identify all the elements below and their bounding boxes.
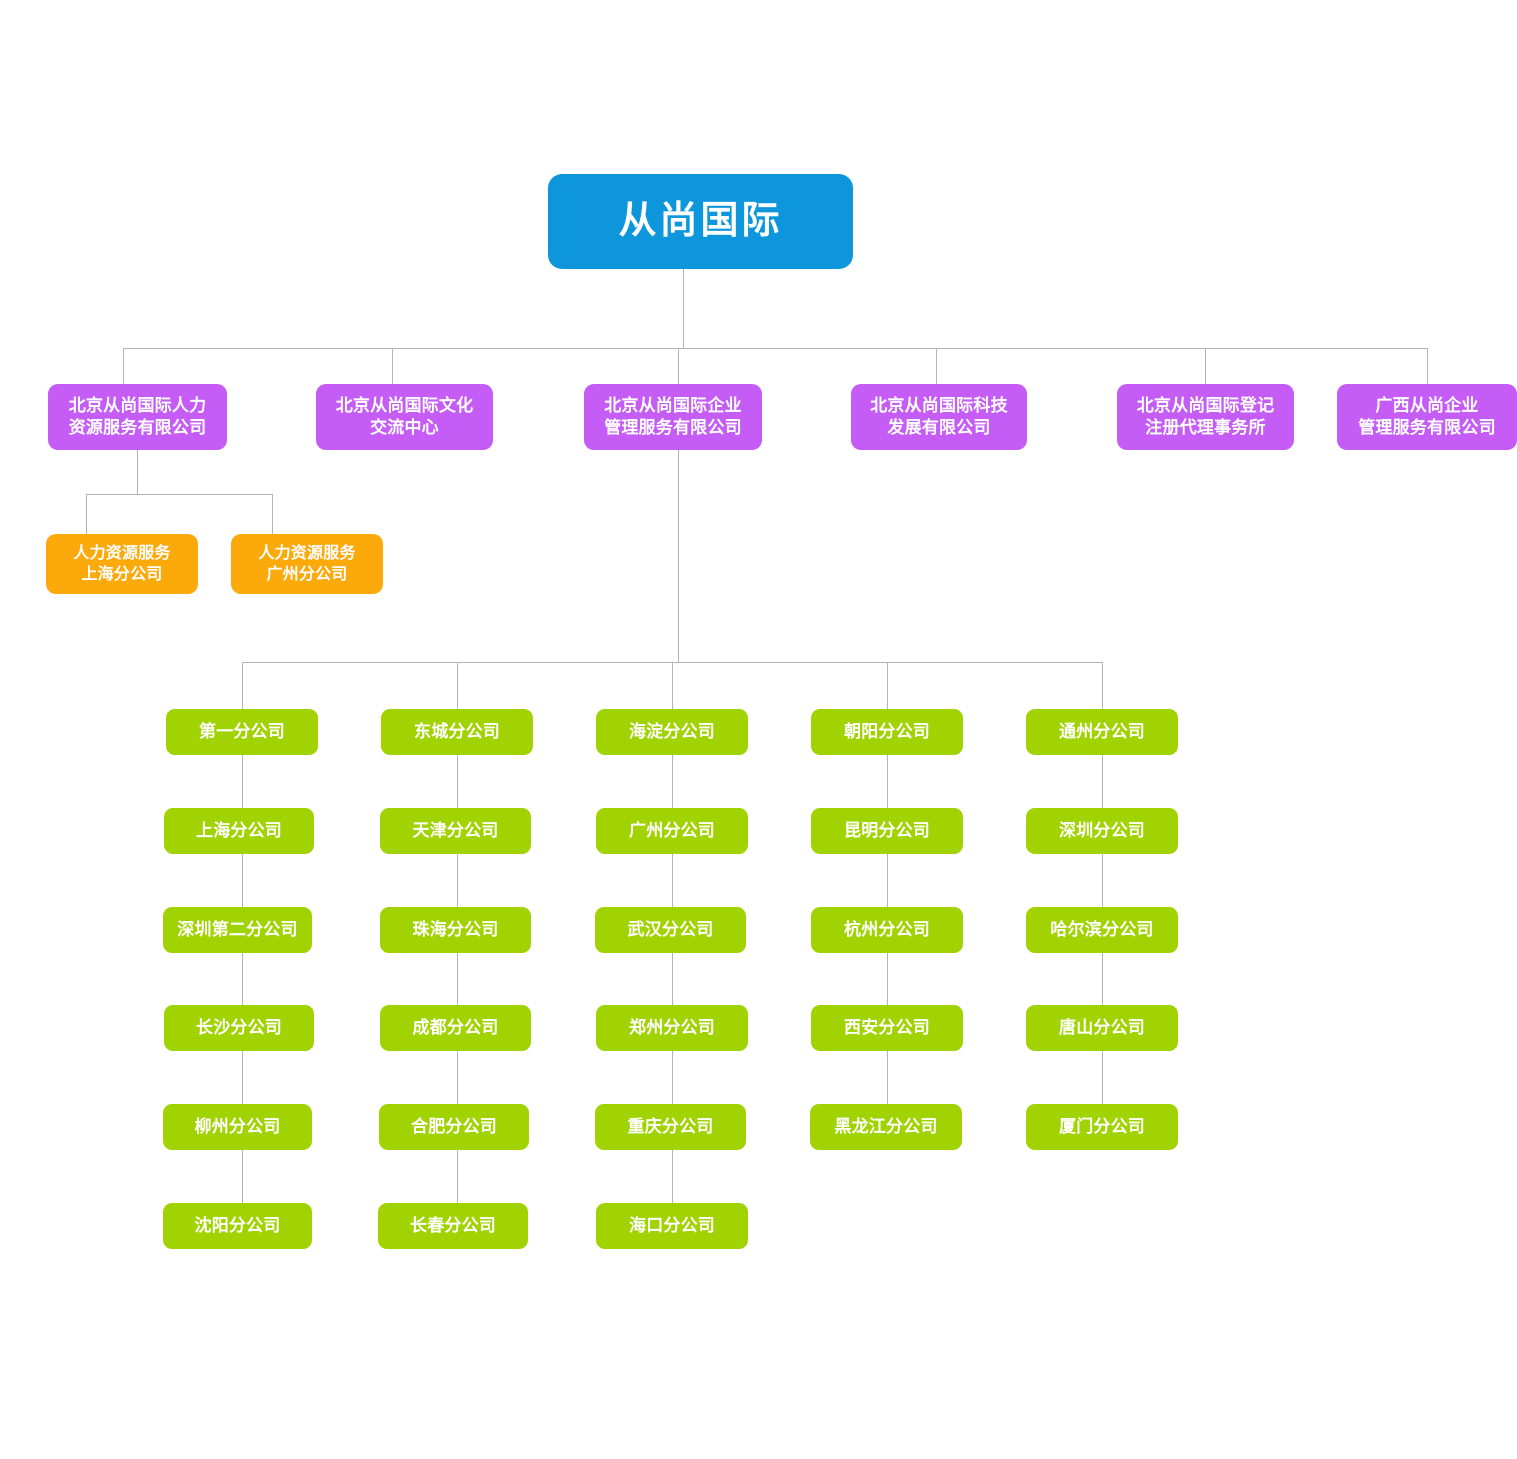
connector-col3-link-1 [672, 755, 673, 808]
org-node-branch-col1-3[interactable]: 深圳第二分公司 [163, 907, 312, 953]
org-node-hr-branch-guangzhou[interactable]: 人力资源服务 广州分公司 [231, 534, 383, 594]
org-node-branch-col5-5[interactable]: 厦门分公司 [1026, 1104, 1178, 1150]
org-node-branch-col4-5[interactable]: 黑龙江分公司 [810, 1104, 962, 1150]
org-node-division-enterprise-management[interactable]: 北京从尚国际企业 管理服务有限公司 [584, 384, 762, 450]
connector-drop-division-6 [1427, 348, 1428, 384]
connector-drop-branch-col-5 [1102, 662, 1103, 709]
connector-division-bus [123, 348, 1427, 349]
connector-hr-trunk [137, 450, 138, 494]
connector-drop-branch-col-3 [672, 662, 673, 709]
connector-col5-link-1 [1102, 755, 1103, 808]
org-node-branch-col3-1[interactable]: 海淀分公司 [596, 709, 748, 755]
org-node-branch-col1-5[interactable]: 柳州分公司 [163, 1104, 312, 1150]
org-node-branch-col4-2[interactable]: 昆明分公司 [811, 808, 963, 854]
org-node-branch-col5-2[interactable]: 深圳分公司 [1026, 808, 1178, 854]
org-node-branch-col5-1[interactable]: 通州分公司 [1026, 709, 1178, 755]
connector-col2-link-2 [457, 854, 458, 907]
org-node-division-culture[interactable]: 北京从尚国际文化 交流中心 [316, 384, 493, 450]
connector-root-trunk [683, 269, 684, 348]
connector-col4-link-4 [887, 1051, 888, 1104]
connector-drop-hr-2 [272, 494, 273, 534]
connector-col4-link-1 [887, 755, 888, 808]
connector-drop-branch-col-4 [887, 662, 888, 709]
org-node-branch-col5-4[interactable]: 唐山分公司 [1026, 1005, 1178, 1051]
org-node-branch-col4-4[interactable]: 西安分公司 [811, 1005, 963, 1051]
connector-col1-link-2 [242, 854, 243, 907]
connector-col5-link-4 [1102, 1051, 1103, 1104]
connector-col5-link-3 [1102, 953, 1103, 1006]
org-node-branch-col3-5[interactable]: 重庆分公司 [595, 1104, 746, 1150]
org-node-division-hr[interactable]: 北京从尚国际人力 资源服务有限公司 [48, 384, 227, 450]
org-node-branch-col3-4[interactable]: 郑州分公司 [596, 1005, 748, 1051]
connector-drop-division-3 [678, 348, 679, 384]
org-node-branch-col3-6[interactable]: 海口分公司 [596, 1203, 748, 1249]
connector-drop-division-1 [123, 348, 124, 384]
connector-col3-link-4 [672, 1051, 673, 1104]
org-node-branch-col1-1[interactable]: 第一分公司 [166, 709, 318, 755]
connector-col4-link-2 [887, 854, 888, 907]
org-node-branch-col2-3[interactable]: 珠海分公司 [380, 907, 531, 953]
connector-branch-trunk [678, 450, 679, 662]
connector-col3-link-2 [672, 854, 673, 907]
org-node-branch-col1-6[interactable]: 沈阳分公司 [163, 1203, 312, 1249]
connector-col2-link-5 [457, 1150, 458, 1203]
connector-col1-link-5 [242, 1150, 243, 1203]
org-node-division-registration-agency[interactable]: 北京从尚国际登记 注册代理事务所 [1117, 384, 1294, 450]
connector-drop-hr-1 [86, 494, 87, 534]
org-node-branch-col2-2[interactable]: 天津分公司 [380, 808, 531, 854]
org-node-division-guangxi[interactable]: 广西从尚企业 管理服务有限公司 [1337, 384, 1517, 450]
connector-col1-link-3 [242, 953, 243, 1006]
org-node-hr-branch-shanghai[interactable]: 人力资源服务 上海分公司 [46, 534, 198, 594]
connector-drop-division-2 [392, 348, 393, 384]
connector-col2-link-4 [457, 1051, 458, 1104]
org-node-division-technology[interactable]: 北京从尚国际科技 发展有限公司 [851, 384, 1027, 450]
connector-col4-link-3 [887, 953, 888, 1006]
org-node-branch-col4-1[interactable]: 朝阳分公司 [811, 709, 963, 755]
org-node-branch-col1-4[interactable]: 长沙分公司 [164, 1005, 314, 1051]
org-node-branch-col3-3[interactable]: 武汉分公司 [595, 907, 746, 953]
org-node-branch-col2-6[interactable]: 长春分公司 [378, 1203, 528, 1249]
connector-col1-link-4 [242, 1051, 243, 1104]
connector-col5-link-2 [1102, 854, 1103, 907]
connector-drop-division-4 [936, 348, 937, 384]
connector-col3-link-3 [672, 953, 673, 1006]
org-node-branch-col4-3[interactable]: 杭州分公司 [811, 907, 963, 953]
connector-col2-link-3 [457, 953, 458, 1006]
connector-col2-link-1 [457, 755, 458, 808]
connector-hr-bus [86, 494, 273, 495]
org-node-branch-col2-1[interactable]: 东城分公司 [381, 709, 533, 755]
org-node-branch-col5-3[interactable]: 哈尔滨分公司 [1026, 907, 1178, 953]
connector-col3-link-5 [672, 1150, 673, 1203]
org-node-branch-col1-2[interactable]: 上海分公司 [164, 808, 314, 854]
org-node-branch-col3-2[interactable]: 广州分公司 [596, 808, 748, 854]
connector-drop-branch-col-2 [457, 662, 458, 709]
connector-col1-link-1 [242, 755, 243, 808]
connector-drop-division-5 [1205, 348, 1206, 384]
connector-drop-branch-col-1 [242, 662, 243, 709]
org-node-root[interactable]: 从尚国际 [548, 174, 853, 269]
org-node-branch-col2-5[interactable]: 合肥分公司 [379, 1104, 529, 1150]
org-node-branch-col2-4[interactable]: 成都分公司 [380, 1005, 531, 1051]
